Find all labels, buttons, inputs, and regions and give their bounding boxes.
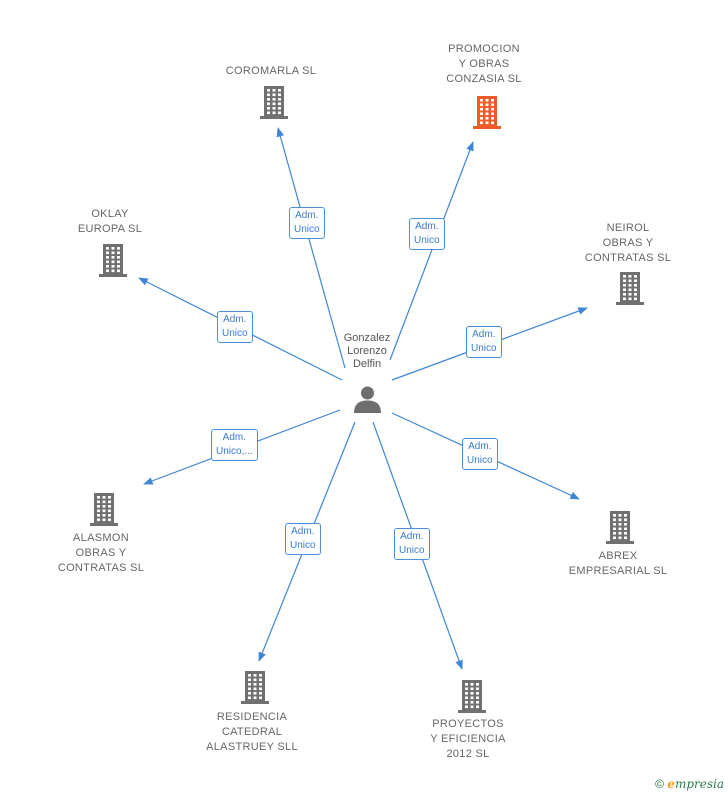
- building-icon-residencia[interactable]: [239, 670, 271, 709]
- role-label-line: Unico: [290, 540, 316, 551]
- role-label-line: Unico: [467, 455, 493, 466]
- company-label-alasmon[interactable]: ALASMON OBRAS Y CONTRATAS SL: [31, 531, 171, 576]
- role-label-line: Adm.: [223, 314, 247, 325]
- role-label-oklay[interactable]: Adm. Unico: [217, 311, 253, 343]
- role-label-line: Unico: [222, 328, 248, 339]
- company-label-line: OBRAS Y: [75, 547, 127, 559]
- company-label-line: OBRAS Y: [602, 237, 654, 249]
- role-label-neirol[interactable]: Adm. Unico: [466, 326, 502, 358]
- role-label-line: Adm.: [295, 210, 319, 221]
- role-label-line: Unico,...: [216, 446, 253, 457]
- center-name-line-2: Lorenzo: [347, 345, 387, 357]
- company-label-line: RESIDENCIA: [216, 711, 288, 723]
- company-label-residencia[interactable]: RESIDENCIA CATEDRAL ALASTRUEY SLL: [182, 710, 322, 755]
- company-label-line: OKLAY: [91, 208, 129, 220]
- company-label-neirol[interactable]: NEIROL OBRAS Y CONTRATAS SL: [558, 221, 698, 266]
- company-label-abrex[interactable]: ABREX EMPRESARIAL SL: [548, 549, 688, 579]
- role-label-line: Unico: [471, 343, 497, 354]
- company-label-line: ALASTRUEY SLL: [206, 741, 298, 753]
- company-label-coromarla[interactable]: COROMARLA SL: [201, 64, 341, 79]
- role-label-line: Adm.: [415, 221, 439, 232]
- company-label-line: Y OBRAS: [458, 58, 510, 70]
- role-label-promocion[interactable]: Adm. Unico: [409, 218, 445, 250]
- role-label-line: Unico: [414, 235, 440, 246]
- role-label-line: Adm.: [472, 329, 496, 340]
- brand-logo: empresia: [667, 777, 724, 791]
- company-label-line: CONZASIA SL: [446, 73, 522, 85]
- building-icon-alasmon[interactable]: [88, 492, 120, 531]
- role-label-residencia[interactable]: Adm. Unico: [285, 523, 321, 555]
- company-label-line: NEIROL: [606, 222, 650, 234]
- company-label-line: CONTRATAS SL: [584, 252, 672, 264]
- company-label-promocion[interactable]: PROMOCION Y OBRAS CONZASIA SL: [414, 42, 554, 87]
- company-label-line: CATEDRAL: [221, 726, 283, 738]
- company-label-line: EMPRESARIAL SL: [568, 565, 668, 577]
- company-label-line: COROMARLA SL: [225, 65, 317, 77]
- role-label-line: Unico: [399, 545, 425, 556]
- role-label-line: Adm.: [400, 531, 424, 542]
- role-label-line: Unico: [294, 224, 320, 235]
- company-label-line: Y EFICIENCIA: [430, 733, 506, 745]
- role-label-line: Adm.: [222, 432, 247, 443]
- edge-promocion: [389, 141, 474, 361]
- footer-brand: © empresia: [655, 777, 724, 791]
- company-label-line: PROYECTOS: [432, 718, 504, 730]
- center-name-line-3: Delfin: [352, 358, 382, 370]
- role-label-abrex[interactable]: Adm. Unico: [462, 438, 498, 470]
- building-icon-promocion[interactable]: [471, 95, 503, 134]
- center-name-line-1: Gonzalez: [343, 332, 391, 344]
- role-label-alasmon[interactable]: Adm. Unico,...: [211, 429, 258, 461]
- company-label-oklay[interactable]: OKLAY EUROPA SL: [40, 207, 180, 237]
- company-label-line: ABREX: [598, 550, 638, 562]
- company-label-line: 2012 SL: [446, 748, 490, 760]
- person-icon[interactable]: [353, 385, 382, 414]
- company-label-proyectos[interactable]: PROYECTOS Y EFICIENCIA 2012 SL: [398, 717, 538, 762]
- role-label-proyectos[interactable]: Adm. Unico: [394, 528, 430, 560]
- edge-coromarla: [276, 127, 346, 369]
- role-label-line: Adm.: [468, 441, 492, 452]
- company-label-line: PROMOCION: [448, 43, 520, 55]
- building-icon-coromarla[interactable]: [258, 85, 290, 124]
- company-label-line: EUROPA SL: [77, 223, 143, 235]
- building-icon-neirol[interactable]: [614, 271, 646, 310]
- building-icon-proyectos[interactable]: [456, 679, 488, 718]
- role-label-line: Adm.: [291, 526, 315, 537]
- building-icon-abrex[interactable]: [604, 510, 636, 549]
- building-icon-oklay[interactable]: [97, 243, 129, 282]
- copyright-symbol: ©: [655, 777, 664, 791]
- role-label-coromarla[interactable]: Adm. Unico: [289, 207, 325, 239]
- center-person-label[interactable]: Gonzalez Lorenzo Delfin: [322, 332, 412, 371]
- company-label-line: CONTRATAS SL: [57, 562, 145, 574]
- company-label-line: ALASMON: [73, 532, 129, 544]
